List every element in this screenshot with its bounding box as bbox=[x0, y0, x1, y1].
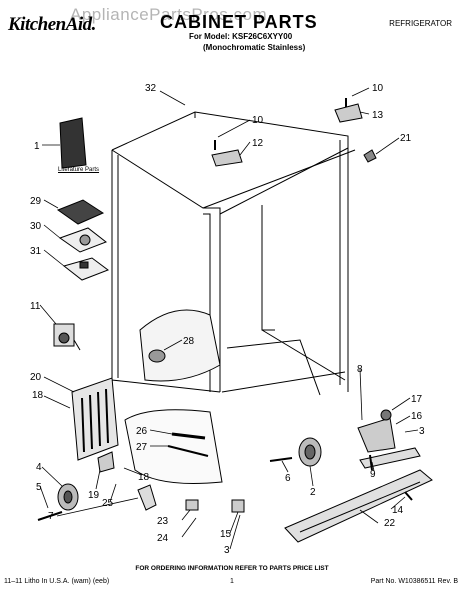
part-19-bracket bbox=[97, 451, 115, 473]
footer-litho: 11–11 Litho In U.S.A. (wam) (eeb) bbox=[4, 578, 110, 585]
callout-18-top: 18 bbox=[32, 390, 44, 401]
callout-5: 5 bbox=[36, 482, 42, 493]
callout-4: 4 bbox=[36, 462, 42, 473]
callout-23: 23 bbox=[157, 516, 169, 527]
callout-20: 20 bbox=[30, 372, 42, 383]
part-28 bbox=[139, 309, 221, 382]
callout-22: 22 bbox=[384, 518, 396, 529]
callout-28: 28 bbox=[183, 336, 195, 347]
callout-12: 12 bbox=[252, 138, 264, 149]
cabinet-shell bbox=[111, 111, 356, 396]
callout-18-bottom: 18 bbox=[138, 472, 150, 483]
callout-26: 26 bbox=[136, 426, 148, 437]
callout-32: 32 bbox=[145, 83, 157, 94]
callout-13: 13 bbox=[372, 110, 384, 121]
part-9-screw bbox=[369, 454, 373, 471]
brand-logo: KitchenAid. bbox=[8, 14, 96, 35]
callout-16: 16 bbox=[411, 411, 423, 422]
part-2-roller bbox=[298, 437, 322, 467]
callout-10-mid: 10 bbox=[252, 115, 264, 126]
callout-7: 7 bbox=[48, 511, 54, 522]
front-panel-assembly bbox=[124, 409, 223, 484]
callout-30: 30 bbox=[30, 221, 42, 232]
callout-29: 29 bbox=[30, 196, 42, 207]
part-21-shim bbox=[363, 149, 377, 163]
callout-31: 31 bbox=[30, 246, 42, 257]
part-20 bbox=[71, 377, 119, 461]
footer-page-number: 1 bbox=[230, 578, 234, 585]
part-23-bracket bbox=[185, 499, 199, 511]
category-label: REFRIGERATOR bbox=[389, 19, 452, 28]
part-31 bbox=[62, 257, 110, 281]
part-5-screw bbox=[37, 511, 63, 521]
part-6-screw bbox=[269, 457, 293, 462]
part-4-roller bbox=[57, 483, 79, 511]
callout-25: 25 bbox=[102, 498, 114, 509]
part-29 bbox=[56, 199, 105, 225]
leader-lines bbox=[39, 87, 419, 550]
callout-27: 27 bbox=[136, 442, 148, 453]
footer-part-number: Part No. W10386511 Rev. B bbox=[370, 578, 458, 585]
variant-line: (Monochromatic Stainless) bbox=[203, 43, 306, 52]
part-13-hinge bbox=[334, 103, 363, 123]
callout-3-right: 3 bbox=[419, 426, 425, 437]
callout-15: 15 bbox=[220, 529, 232, 540]
callout-1: 1 bbox=[34, 141, 40, 152]
part-11 bbox=[53, 323, 81, 351]
callout-24: 24 bbox=[157, 533, 169, 544]
callout-19: 19 bbox=[88, 490, 100, 501]
callout-14: 14 bbox=[392, 505, 404, 516]
callout-17: 17 bbox=[411, 394, 423, 405]
callout-2: 2 bbox=[310, 487, 316, 498]
part-22-grille bbox=[284, 469, 433, 543]
callout-9: 9 bbox=[370, 469, 376, 480]
page-title: CABINET PARTS bbox=[160, 12, 318, 32]
part-8-bracket bbox=[357, 409, 396, 453]
model-line: For Model: KSF26C6XYY00 bbox=[189, 32, 293, 41]
callout-6: 6 bbox=[285, 473, 291, 484]
literature-booklet bbox=[59, 117, 87, 169]
part-7-drain bbox=[137, 484, 157, 511]
callout-3-bottom: 3 bbox=[224, 545, 230, 556]
callout-21: 21 bbox=[400, 133, 412, 144]
callout-10-top: 10 bbox=[372, 83, 384, 94]
watermark: AppliancePartsPros.com bbox=[70, 5, 268, 24]
part-15-bracket bbox=[231, 499, 245, 513]
part-14-screw bbox=[404, 491, 413, 501]
callout-11: 11 bbox=[30, 301, 41, 312]
callout-numbers: 32 10 13 10 12 21 1 29 30 31 11 28 20 18… bbox=[30, 83, 425, 556]
literature-parts-label: Literature Parts bbox=[58, 167, 100, 173]
ordering-note: FOR ORDERING INFORMATION REFER TO PARTS … bbox=[135, 565, 329, 572]
part-22-lower-trim bbox=[359, 447, 421, 469]
part-12-hinge bbox=[211, 149, 243, 167]
callout-8: 8 bbox=[357, 364, 363, 375]
part-30 bbox=[58, 227, 108, 253]
